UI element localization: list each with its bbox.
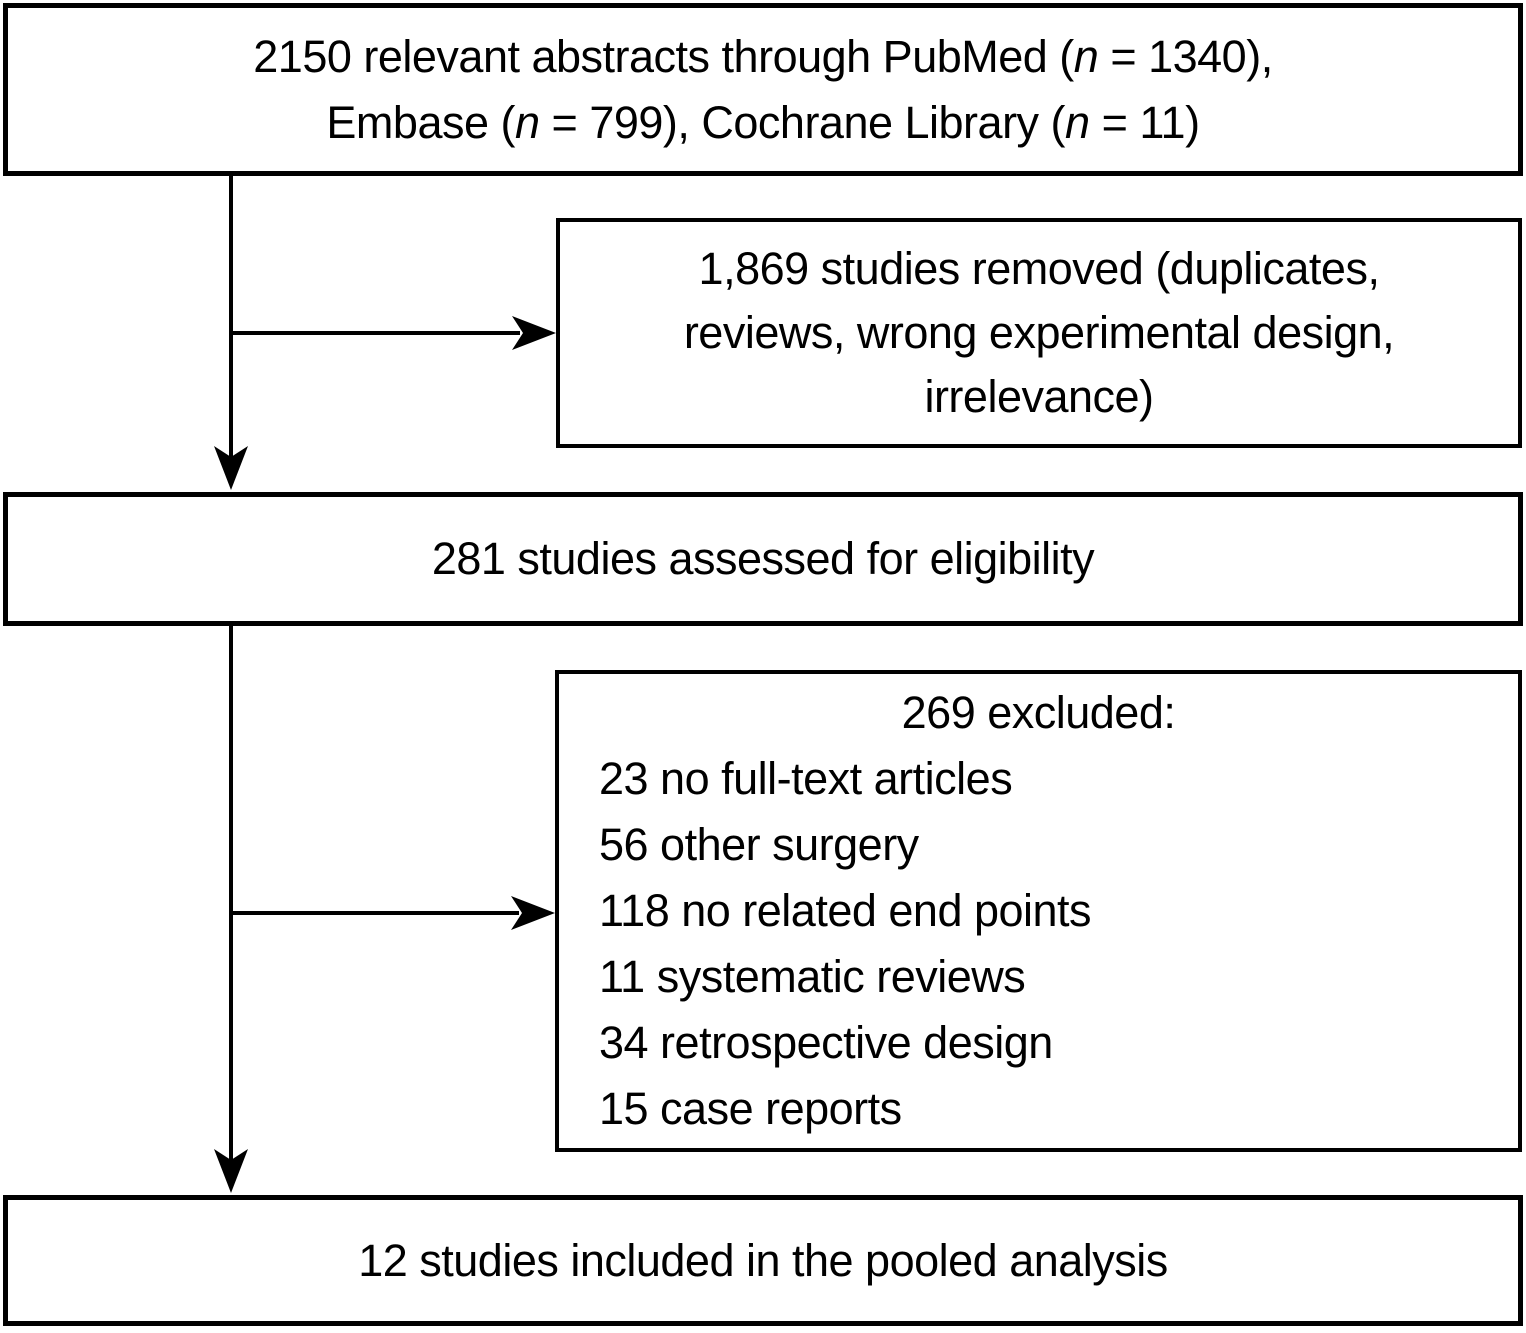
eligibility-assessed-box: 281 studies assessed for eligibility — [3, 492, 1523, 626]
eligibility-assessed-text: 281 studies assessed for eligibility — [431, 533, 1095, 584]
text-line: 56 other surgery — [599, 819, 919, 870]
arrow-identified-to-eligible — [214, 176, 248, 490]
arrow-head-down-icon — [214, 1149, 248, 1193]
text-line: reviews, wrong experimental design, — [683, 307, 1395, 358]
excluded-title: 269 excluded: — [901, 687, 1176, 738]
text-line: 1,869 studies removed (duplicates, — [698, 243, 1380, 294]
included-studies-box: 12 studies included in the pooled analys… — [3, 1195, 1523, 1326]
italic-text: n — [1065, 96, 1090, 148]
arrow-head-right-icon — [511, 896, 555, 930]
arrow-branch-to-excluded — [231, 896, 555, 930]
arrow-head-down-icon — [214, 446, 248, 490]
text-segment: = 11) — [1089, 96, 1200, 148]
text-segment: 2150 relevant abstracts through PubMed ( — [253, 30, 1074, 82]
arrow-head-right-icon — [512, 316, 556, 350]
text-line: 23 no full-text articles — [599, 753, 1013, 804]
text-line: 118 no related end points — [599, 885, 1092, 936]
italic-text: n — [1073, 30, 1099, 82]
text-segment: = 1340), — [1098, 30, 1273, 82]
text-line: 15 case reports — [599, 1083, 902, 1134]
text-line: irrelevance) — [924, 371, 1154, 422]
records-identified-box: 2150 relevant abstracts through PubMed (… — [3, 3, 1523, 176]
arrow-branch-to-removed — [231, 316, 556, 350]
text-segment: = 799), Cochrane Library ( — [539, 96, 1066, 148]
included-studies-text: 12 studies included in the pooled analys… — [358, 1234, 1168, 1286]
text-line: Embase (n = 799), Cochrane Library (n = … — [8, 90, 1518, 156]
italic-text: n — [515, 96, 540, 148]
text-segment: Embase ( — [326, 96, 515, 148]
text-line: 2150 relevant abstracts through PubMed (… — [8, 24, 1518, 90]
excluded-reasons-box: 269 excluded: 23 no full-text articles 56… — [555, 670, 1522, 1152]
text-line: 34 retrospective design — [599, 1017, 1053, 1068]
excluded-items: 23 no full-text articles 56 other surgery… — [559, 746, 1518, 1142]
arrow-eligible-to-included — [214, 626, 248, 1193]
text-line: 11 systematic reviews — [599, 951, 1026, 1002]
records-removed-box: 1,869 studies removed (duplicates, review… — [556, 218, 1522, 448]
